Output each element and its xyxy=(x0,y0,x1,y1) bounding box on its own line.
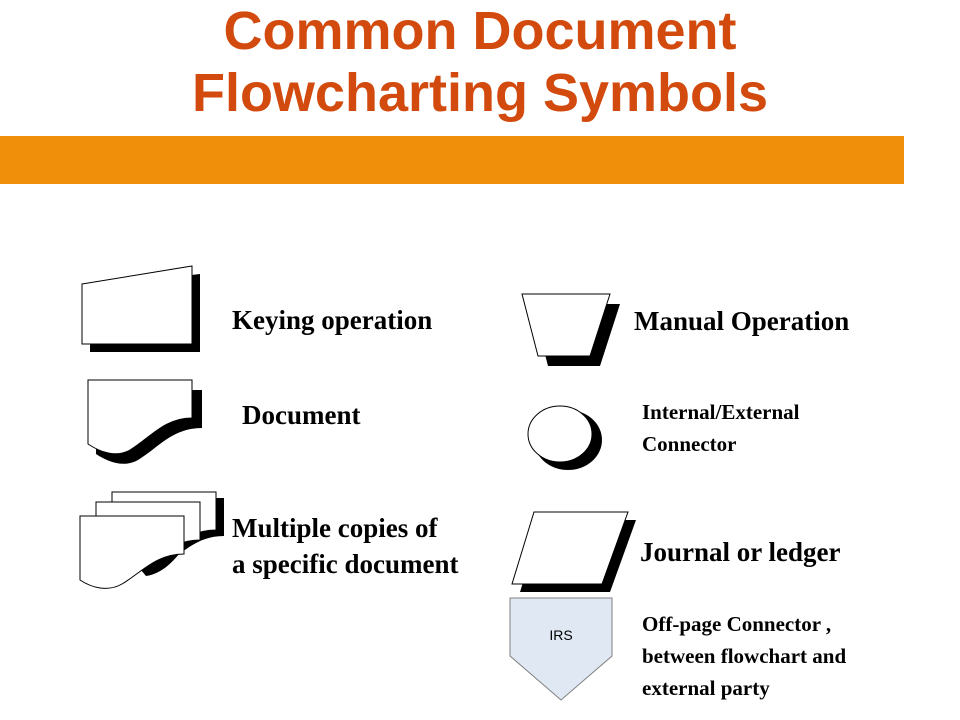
connector-label-line-2: Connector xyxy=(642,432,737,456)
off-page-connector-label: Off-page Connector , between flowchart a… xyxy=(642,608,846,704)
keying-operation-label: Keying operation xyxy=(232,305,433,335)
document-icon xyxy=(87,379,202,464)
off-page-label-line-1: Off-page Connector , xyxy=(642,612,832,636)
journal-ledger-label: Journal or ledger xyxy=(640,537,841,567)
multiple-copies-label-line-1: Multiple copies of xyxy=(232,513,438,543)
connector-circle-icon xyxy=(527,405,602,470)
keying-operation-icon xyxy=(81,265,200,352)
page-title: Common Document Flowcharting Symbols xyxy=(0,0,960,124)
multiple-copies-label: Multiple copies of a specific document xyxy=(232,510,458,582)
document-label: Document xyxy=(242,400,361,430)
off-page-connector-icon: IRS xyxy=(509,597,613,701)
off-page-connector-text: IRS xyxy=(549,627,572,643)
multiple-copies-label-line-2: a specific document xyxy=(232,549,459,579)
off-page-label-line-3: external party xyxy=(642,676,770,700)
off-page-label-line-2: between flowchart and xyxy=(642,644,847,668)
title-line-1: Common Document xyxy=(223,1,737,61)
title-line-2: Flowcharting Symbols xyxy=(191,63,769,123)
multiple-documents-icon xyxy=(79,491,224,589)
connector-label: Internal/External Connector xyxy=(642,396,800,460)
manual-operation-label: Manual Operation xyxy=(634,306,850,336)
connector-label-line-1: Internal/External xyxy=(642,400,800,424)
journal-ledger-icon xyxy=(511,511,636,592)
title-underline-band xyxy=(0,136,904,184)
manual-operation-icon xyxy=(521,293,620,366)
